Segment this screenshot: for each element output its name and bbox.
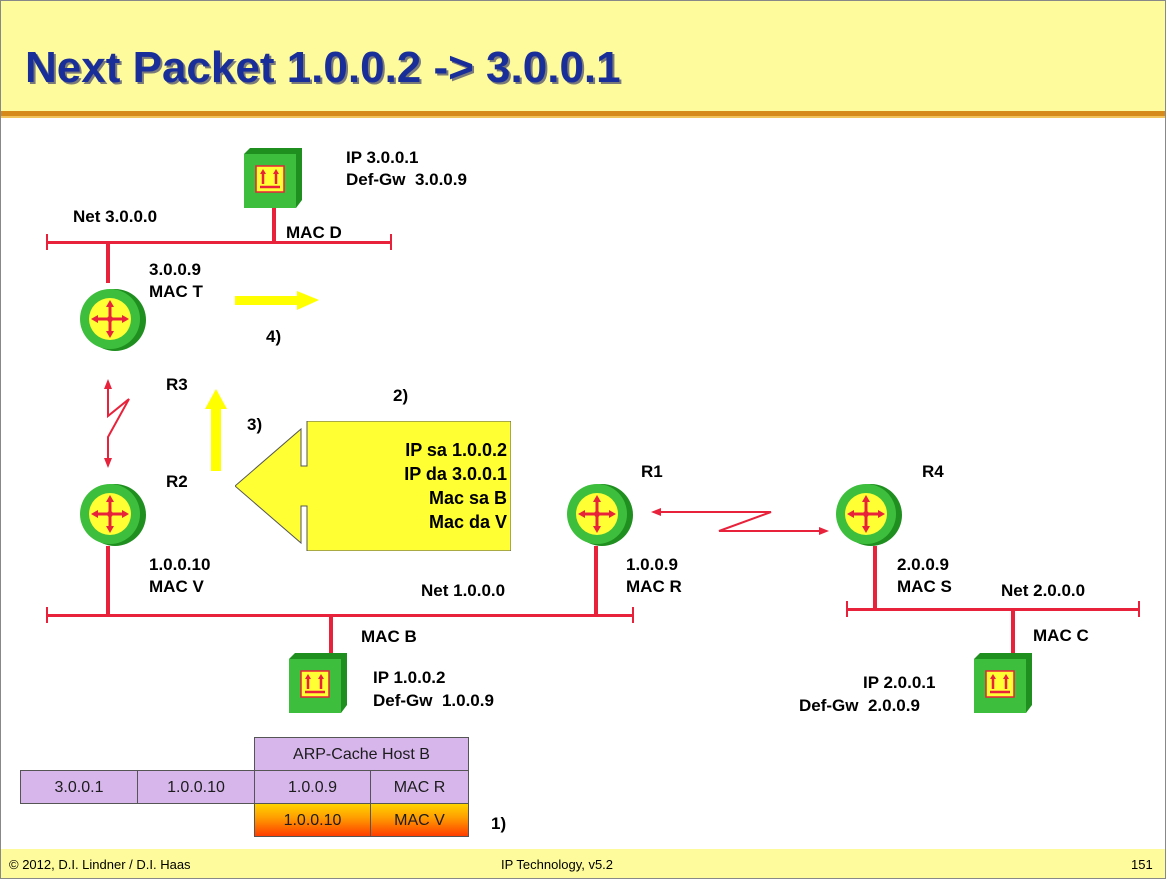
net1-label: Net 1.0.0.0 [421,581,506,600]
arp-cell-new-ip: 1.0.0.10 [254,803,371,837]
arp-cell-ip: 1.0.0.9 [254,770,371,804]
page-title: Next Packet 1.0.0.2 -> 3.0.0.1 [25,43,621,92]
packet-header-fields: IP sa 1.0.0.2 IP da 3.0.0.1 Mac sa B Mac… [307,438,507,534]
router-r2-mac: MAC V [149,577,204,596]
net3-bus [47,241,391,244]
router-r1-ip: 1.0.0.9 [626,555,678,574]
net1-bus [47,614,633,617]
route-cell-next-hop: 1.0.0.10 [137,770,255,804]
host-c-gateway: Def-Gw 2.0.0.9 [799,696,920,715]
arp-cache-title: ARP-Cache Host B [254,737,469,771]
net1-bus-end-left [46,607,48,623]
arp-cell-mac: MAC R [370,770,469,804]
router-r1-icon [567,484,633,546]
router-r1-mac: MAC R [626,577,682,596]
host-d-mac: MAC D [286,223,342,242]
title-divider-accent [1,116,1165,118]
router-r3-name: R3 [166,375,188,394]
net2-bus-end-left [846,601,848,617]
router-r4-mac: MAC S [897,577,952,596]
serial-link-r1-r4 [651,508,829,535]
router-r3-ip: 3.0.0.9 [149,260,201,279]
route-cell-destination: 3.0.0.1 [20,770,138,804]
host-b-stem [329,616,333,654]
packet-mac-da: Mac da V [428,512,507,532]
host-c-mac: MAC C [1033,626,1089,645]
net2-bus [847,608,1139,611]
host-b-mac: MAC B [361,627,417,646]
host-b-gateway: Def-Gw 1.0.0.9 [373,691,494,710]
net3-bus-end-right [390,234,392,250]
router-r1-name: R1 [641,462,663,481]
router-r3-mac: MAC T [149,282,203,301]
host-b-icon [289,653,347,713]
arrow-step-4 [235,291,319,310]
host-c-icon [974,653,1032,713]
packet-mac-sa: Mac sa B [428,488,507,508]
footer-bar [1,849,1165,878]
router-r2-icon [80,484,146,546]
net3-bus-end-left [46,234,48,250]
host-b-ip: IP 1.0.0.2 [373,668,446,687]
router-r4-ip: 2.0.0.9 [897,555,949,574]
footer-copyright: © 2012, D.I. Lindner / D.I. Haas [9,857,191,872]
host-c-stem [1011,610,1015,654]
title-bar: Next Packet 1.0.0.2 -> 3.0.0.1 [1,1,1165,111]
arp-cell-new-mac: MAC V [370,803,469,837]
serial-link-r3-r2 [104,379,130,468]
step-2-label: 2) [393,386,409,405]
router-r4-name: R4 [922,462,944,481]
host-d-ip: IP 3.0.0.1 [346,148,419,167]
packet-arrow-box [235,421,511,551]
router-r2-ip: 1.0.0.10 [149,555,211,574]
net3-label: Net 3.0.0.0 [73,207,158,226]
step-3-label: 3) [247,415,263,434]
arrow-step-3 [205,389,227,471]
net2-label: Net 2.0.0.0 [1001,581,1086,600]
net2-bus-end-right [1138,601,1140,617]
title-divider [1,111,1165,116]
router-r1-stem [594,546,598,616]
host-c-ip: IP 2.0.0.1 [863,673,936,692]
host-d-icon [244,148,302,208]
footer-course-title: IP Technology, v5.2 [501,857,614,872]
router-r4-stem [873,546,877,610]
router-r2-name: R2 [166,472,188,491]
step-1-label: 1) [491,814,507,833]
packet-ip-da: IP da 3.0.0.1 [404,464,507,484]
step-4-label: 4) [266,327,282,346]
router-r4-icon [836,484,902,546]
router-r2-stem [106,546,110,616]
packet-ip-sa: IP sa 1.0.0.2 [405,440,507,460]
host-d-gateway: Def-Gw 3.0.0.9 [346,170,467,189]
net1-bus-end-right [632,607,634,623]
host-d-stem [272,208,276,243]
footer-page-number: 151 [1131,857,1153,872]
router-r3-icon [80,289,146,351]
router-r3-stem [106,243,110,283]
